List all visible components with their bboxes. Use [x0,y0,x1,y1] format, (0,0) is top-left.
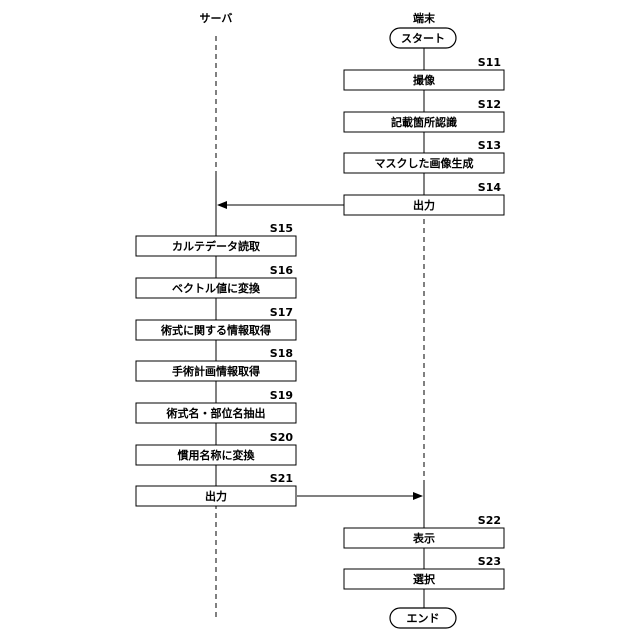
lane-header-terminal: 端末 [413,11,436,25]
step-label: 選択 [413,572,436,586]
step-label: 術式に関する情報取得 [160,323,271,337]
step-id: S17 [270,306,293,319]
step-label: カルテデータ読取 [172,239,260,253]
step-id: S16 [270,264,294,277]
step-label: 出力 [205,489,227,503]
step-id: S18 [270,347,293,360]
step-label: 慣用名称に変換 [177,448,256,462]
step-label: 撮像 [413,73,436,87]
lane-header-server: サーバ [200,12,233,25]
step-id: S21 [270,472,293,485]
step-id: S23 [478,555,501,568]
step-id: S12 [478,98,501,111]
end-label: エンド [407,612,440,625]
step-label: ベクトル値に変換 [172,281,261,295]
step-id: S20 [270,431,294,444]
step-id: S11 [478,56,501,69]
step-label: 表示 [412,531,435,545]
step-id: S22 [478,514,501,527]
step-label: 手術計画情報取得 [172,364,260,378]
step-label: 術式名・部位名抽出 [166,406,266,420]
step-id: S19 [270,389,293,402]
step-id: S14 [478,181,502,194]
step-id: S15 [270,222,293,235]
step-label: 出力 [413,198,435,212]
step-label: 記載箇所認識 [391,115,457,129]
step-label: マスクした画像生成 [375,156,474,170]
step-id: S13 [478,139,501,152]
start-label: スタート [401,32,445,45]
